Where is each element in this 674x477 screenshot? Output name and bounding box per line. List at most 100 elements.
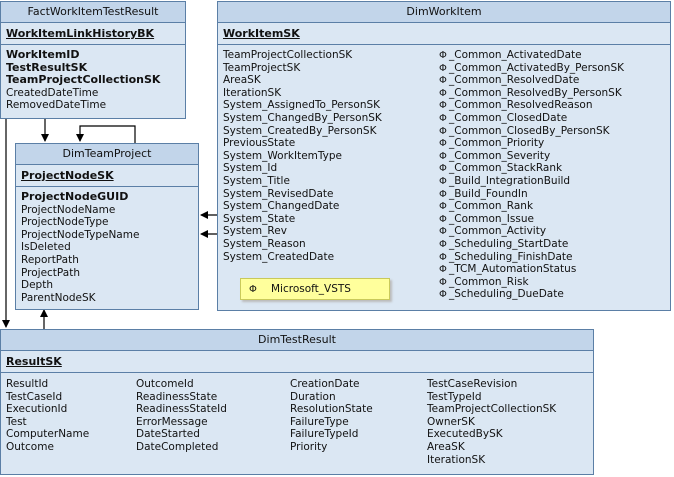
field: TestTypeId [427,390,482,403]
phi-icon: Φ [439,100,447,112]
field: CreatedDateTime [6,86,99,99]
field: System_ChangedDate [223,200,340,213]
field: PreviousState [223,137,296,150]
field: OwnerSK [427,415,475,428]
field: ReportPath [21,253,79,266]
field: DateCompleted [136,440,219,453]
field: System_Reason [223,237,306,250]
field: ReadinessStateId [136,403,227,416]
field: Depth [21,279,53,292]
phi-icon: Φ [439,138,447,150]
field: System_WorkItemType [223,149,343,162]
phi-icon: Φ [439,87,447,99]
field: TeamProjectSK [223,61,301,74]
link-teamproject-self [76,125,136,143]
field: TestCaseId [6,390,63,403]
field: _Common_ResolvedReason [449,99,593,112]
field: System_CreatedDate [223,250,335,263]
primary-key: WorkItemSK [218,23,670,45]
table-title: DimTeamProject [16,144,198,165]
note-microsoft-vsts: Φ Microsoft_VSTS [240,278,390,300]
table-factworkitemtestresult[interactable]: FactWorkItemTestResult WorkItemLinkHisto… [0,1,186,119]
primary-key: ResultSK [1,351,593,373]
field: _Common_ClosedDate [449,111,568,124]
field: FailureType [290,415,349,428]
field: _Build_FoundIn [449,187,528,200]
field: TestResultSK [6,60,88,74]
phi-icon: Φ [439,188,447,200]
field: RemovedDateTime [6,99,107,112]
field: TeamProjectCollectionSK [427,403,557,416]
phi-icon: Φ [439,251,447,263]
phi-icon: Φ [439,125,447,137]
field: WorkItemID [6,48,80,61]
field: ProjectPath [21,266,80,279]
field: _TCM_AutomationStatus [449,263,577,276]
field: TeamProjectCollectionSK [6,73,161,87]
field: ExecutedBySK [427,428,503,441]
field: Test [6,415,27,428]
field: ErrorMessage [136,415,208,428]
field: Duration [290,390,336,403]
primary-key: ProjectNodeSK [16,165,198,187]
phi-icon: Φ [439,150,447,162]
phi-icon: Φ [439,226,447,238]
table-title: FactWorkItemTestResult [1,2,185,23]
field: System_RevisedDate [223,187,334,200]
field: IsDeleted [21,241,71,254]
phi-icon: Φ [439,238,447,250]
field: FailureTypeId [290,428,359,441]
field: _Scheduling_StartDate [449,237,569,250]
table-dimworkitem[interactable]: DimWorkItem WorkItemSK TeamProjectCollec… [217,1,671,311]
table-dimtestresult[interactable]: DimTestResult ResultSK ResultId TestCase… [0,329,594,475]
field: System_Id [223,162,278,175]
phi-icon: Φ [439,75,447,87]
field: TestCaseRevision [427,378,518,390]
table-dimteamproject[interactable]: DimTeamProject ProjectNodeSK ProjectNode… [15,143,199,310]
field: ResultId [6,378,49,390]
phi-icon: Φ [439,112,447,124]
field: Outcome [6,440,54,453]
field: System_AssignedTo_PersonSK [223,99,381,112]
field: _Common_ResolvedDate [449,74,580,87]
phi-icon: Φ [249,284,257,295]
field: ComputerName [6,428,90,441]
field: ProjectNodeType [21,216,109,229]
field: System_State [223,212,296,225]
phi-icon: Φ [439,175,447,187]
table-title: DimTestResult [1,330,593,351]
phi-icon: Φ [439,50,447,61]
field: _Scheduling_FinishDate [449,250,573,263]
field: _Common_ActivatedDate [449,49,582,61]
field: System_Title [223,174,290,187]
table-title: DimWorkItem [218,2,670,23]
field: _Common_ClosedBy_PersonSK [449,124,610,137]
phi-icon: Φ [439,201,447,213]
phi-icon: Φ [439,276,447,288]
field: Priority [290,440,328,453]
field: ProjectNodeName [21,203,116,216]
field: _Common_ActivatedBy_PersonSK [449,61,624,74]
phi-icon: Φ [439,264,447,276]
field: _Common_Issue [449,212,534,225]
field: System_Rev [223,225,287,238]
field: AreaSK [427,440,465,453]
field: ReadinessState [136,390,218,403]
field: _Common_Activity [449,225,547,238]
note-label: Microsoft_VSTS [271,283,351,295]
field: IterationSK [427,453,486,466]
field: ProjectNodeGUID [21,190,129,203]
primary-key: WorkItemLinkHistoryBK [1,23,185,45]
field: OutcomeId [136,378,194,390]
field: ResolutionState [290,403,373,416]
field: AreaSK [223,74,261,87]
phi-icon: Φ [439,62,447,74]
phi-icon: Φ [439,163,447,175]
field: _Common_Rank [449,200,534,213]
phi-icon: Φ [439,289,447,301]
field: CreationDate [290,378,360,390]
field: _Common_Severity [449,149,551,162]
field: DateStarted [136,428,200,441]
field: _Scheduling_DueDate [449,288,564,301]
field: _Build_IntegrationBuild [449,174,571,187]
